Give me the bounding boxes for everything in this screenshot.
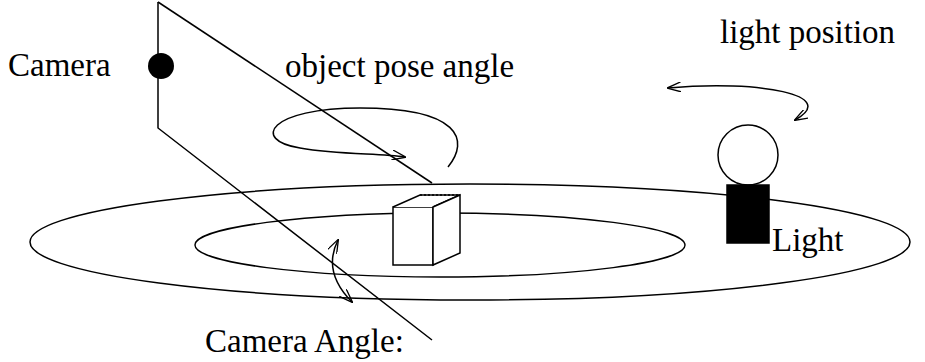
light-position-label: light position — [718, 16, 897, 49]
outer-circle — [30, 184, 910, 300]
light-stand — [727, 185, 769, 243]
cube-object — [393, 195, 460, 265]
pose-arrow — [273, 108, 457, 167]
light-label: Light — [770, 224, 846, 257]
camera-label: Camera — [6, 49, 113, 82]
light-bulb — [718, 125, 778, 185]
camera-angle-label: Camera Angle: — [203, 325, 406, 358]
light-position-arrow — [668, 86, 808, 120]
pose-label: object pose angle — [283, 50, 516, 83]
camera-dot — [148, 53, 174, 79]
camera-angle-arrow — [332, 240, 352, 302]
